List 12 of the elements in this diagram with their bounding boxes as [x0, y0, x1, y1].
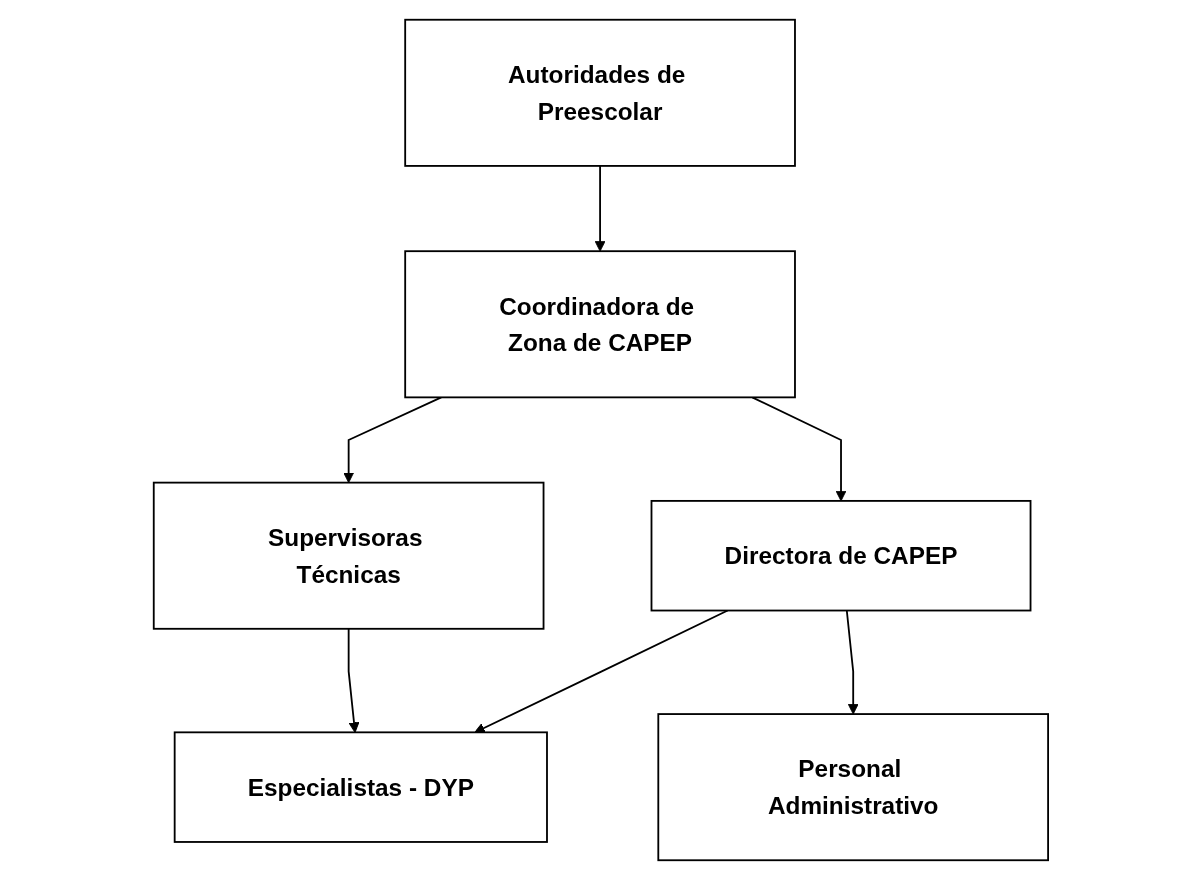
node-box: Especialistas - DYP [173, 730, 548, 843]
node-box: Personal Administrativo [657, 712, 1050, 861]
node-box: Supervisoras Técnicas [152, 481, 545, 630]
arrow [343, 395, 443, 483]
node-box: Coordinadora de Zona de CAPEP [404, 249, 796, 398]
arrow [751, 395, 847, 501]
arrow [474, 609, 729, 733]
node-box: Autoridades de Preescolar [404, 18, 796, 167]
arrow [845, 609, 859, 715]
node-box: Directora de CAPEP [650, 499, 1032, 611]
arrow [347, 627, 360, 733]
arrow [594, 164, 606, 252]
